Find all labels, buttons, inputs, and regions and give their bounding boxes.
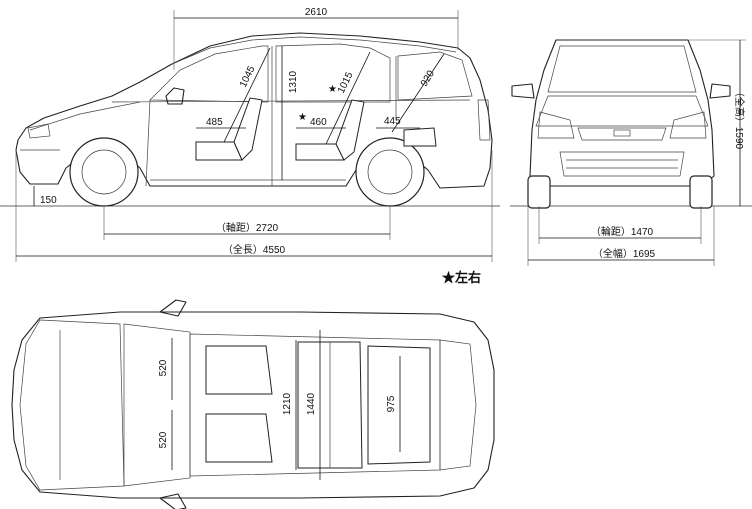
front-left-headlight <box>537 111 575 139</box>
side-front-rim <box>81 149 127 195</box>
front-view: （全高）1590 （輪距）1470 （全幅）1695 <box>510 39 752 266</box>
top-rear-window <box>439 339 477 471</box>
side-rear-window <box>275 43 391 103</box>
front-emblem <box>613 129 631 137</box>
dim-line-920 <box>391 53 445 133</box>
label-tread: （輪距）1470 <box>591 225 654 238</box>
side-mirror <box>165 87 185 105</box>
label-interior-width: 1210 <box>282 392 293 415</box>
dim-line-1015 <box>325 51 371 145</box>
label-seat-width-lower: 520 <box>158 431 169 448</box>
side-rear-rim <box>367 149 413 195</box>
top-body-outline <box>11 311 495 499</box>
side-rear-seat-back <box>335 99 365 161</box>
top-view: 520 520 1210 1440 975 <box>11 299 495 509</box>
front-hood <box>535 95 709 127</box>
label-rear-headroom: 1015 <box>336 70 356 95</box>
star-mark-2: ★ <box>298 112 307 123</box>
top-left-mirror <box>159 299 187 317</box>
label-cargo-width: 975 <box>386 395 397 412</box>
front-left-mirror <box>511 83 535 99</box>
legend-star-note: ★左右 <box>442 270 481 285</box>
label-upper-length: 2610 <box>305 7 328 18</box>
front-body-outline <box>529 39 715 187</box>
side-quarter-window <box>397 51 473 101</box>
side-rear-light <box>477 99 491 141</box>
label-front-seat: 485 <box>206 117 223 128</box>
front-left-tire <box>527 175 551 209</box>
front-grille <box>577 127 667 141</box>
label-rear-seat: 460 <box>310 117 327 128</box>
label-cargo-height: 920 <box>419 68 437 88</box>
front-right-mirror <box>709 83 731 99</box>
side-front-door-line <box>145 99 151 187</box>
label-front-headroom: 1045 <box>238 64 258 89</box>
label-interior-width-max: 1440 <box>306 392 317 415</box>
side-front-wheel <box>69 137 139 207</box>
front-right-headlight <box>669 111 707 139</box>
top-hood <box>19 319 125 491</box>
front-right-tire <box>689 175 713 209</box>
label-interior-height: 1310 <box>288 70 299 93</box>
side-beltline <box>111 99 471 103</box>
label-wheelbase: （軸距）2720 <box>216 221 279 234</box>
label-cargo-floor: 445 <box>384 116 401 127</box>
star-mark-1: ★ <box>328 84 337 95</box>
side-view: 2610 （軸距）2720 （全長）4550 150 1310 1045 101… <box>0 7 500 262</box>
label-overall-height: （全高）1590 <box>733 87 746 150</box>
top-cargo-area <box>367 345 431 465</box>
label-seat-width-upper: 520 <box>158 359 169 376</box>
label-overall-length: （全長）4550 <box>223 243 286 256</box>
front-lower-grille <box>559 151 685 177</box>
top-right-mirror <box>159 493 187 509</box>
side-front-window <box>149 45 269 103</box>
top-front-seat-right <box>205 413 273 463</box>
side-headlight <box>27 123 51 139</box>
top-windshield <box>123 323 191 487</box>
side-rear-wheel <box>355 137 425 207</box>
top-front-seat-left <box>205 345 273 395</box>
label-ground-clearance: 150 <box>40 195 57 206</box>
dim-line-1045 <box>223 47 271 143</box>
side-roof-rail <box>171 36 457 65</box>
side-third-row <box>403 127 437 147</box>
front-windshield <box>547 45 697 93</box>
label-overall-width: （全幅）1695 <box>593 247 656 260</box>
side-hood-line <box>29 101 141 131</box>
side-front-seat-back <box>233 97 263 161</box>
